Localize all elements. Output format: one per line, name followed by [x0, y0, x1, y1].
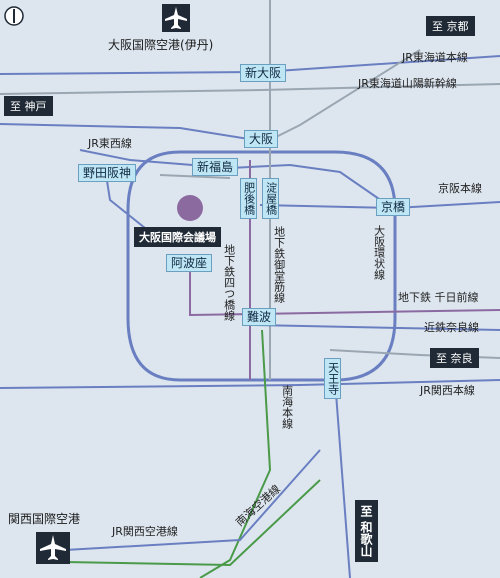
kansai-airport-line-label: JR関西空港線 [112, 525, 178, 538]
loop-line-label: 大阪環状線 [372, 225, 386, 280]
compass-north-icon [4, 6, 24, 26]
venue-dot [177, 195, 203, 221]
tozai-branch [159, 174, 231, 179]
direction-wakayama: 至 和歌山 [355, 500, 378, 563]
station-awaza[interactable]: 阿波座 [166, 254, 213, 273]
shinkansen-line [0, 83, 500, 95]
station-namba[interactable]: 難波 [242, 308, 277, 327]
direction-nara: 至 奈良 [430, 348, 479, 368]
kansai-airport-label: 関西国際空港 [8, 512, 81, 526]
station-shin-fukushima[interactable]: 新福島 [192, 158, 239, 177]
yotsubashi-line-label: 地下鉄四つ橋線 [222, 244, 236, 321]
station-tennoji[interactable]: 天王寺 [324, 358, 341, 399]
kansai-main-line [0, 379, 500, 389]
shinkansen-line-label: JR東海道山陽新幹線 [358, 77, 457, 90]
station-higobashi[interactable]: 肥後橋 [240, 178, 257, 219]
station-shin-osaka[interactable]: 新大阪 [240, 64, 287, 83]
tozai-line [79, 149, 396, 211]
station-noda-hanshin[interactable]: 野田阪神 [78, 164, 137, 183]
nankai-line [199, 329, 272, 578]
station-osaka[interactable]: 大阪 [244, 130, 279, 149]
airplane-icon [162, 4, 190, 32]
venue-label[interactable]: 大阪国際会議場 [134, 227, 221, 247]
sennichimae-line-label: 地下鉄 千日前線 [398, 291, 479, 304]
kintetsu-line-label: 近鉄奈良線 [424, 321, 479, 334]
kansai-main-line-label: JR関西本線 [420, 384, 475, 397]
keihan-line-label: 京阪本線 [438, 182, 482, 195]
tozai-line-label: JR東西線 [88, 137, 132, 150]
kobe-line [0, 123, 256, 141]
tennoji-line [334, 379, 351, 578]
direction-kyoto: 至 京都 [426, 16, 475, 36]
direction-kobe: 至 神戸 [4, 96, 53, 116]
station-kyobashi[interactable]: 京橋 [376, 198, 411, 217]
airplane-icon [36, 532, 70, 564]
nankai-airport-line [64, 479, 321, 567]
tokaido-line-label: JR東海道本線 [402, 51, 468, 64]
kansai-airport-line [64, 449, 321, 551]
station-yodoyabashi[interactable]: 淀屋橋 [262, 178, 279, 219]
kyoto-line [269, 49, 421, 141]
nankai-line-label: 南海本線 [280, 385, 294, 429]
midosuji-line-label: 地下鉄御堂筋線 [272, 226, 286, 303]
itami-airport-label: 大阪国際空港(伊丹) [108, 38, 214, 52]
sennichimae-line [189, 268, 500, 317]
kintetsu-line [254, 324, 500, 331]
